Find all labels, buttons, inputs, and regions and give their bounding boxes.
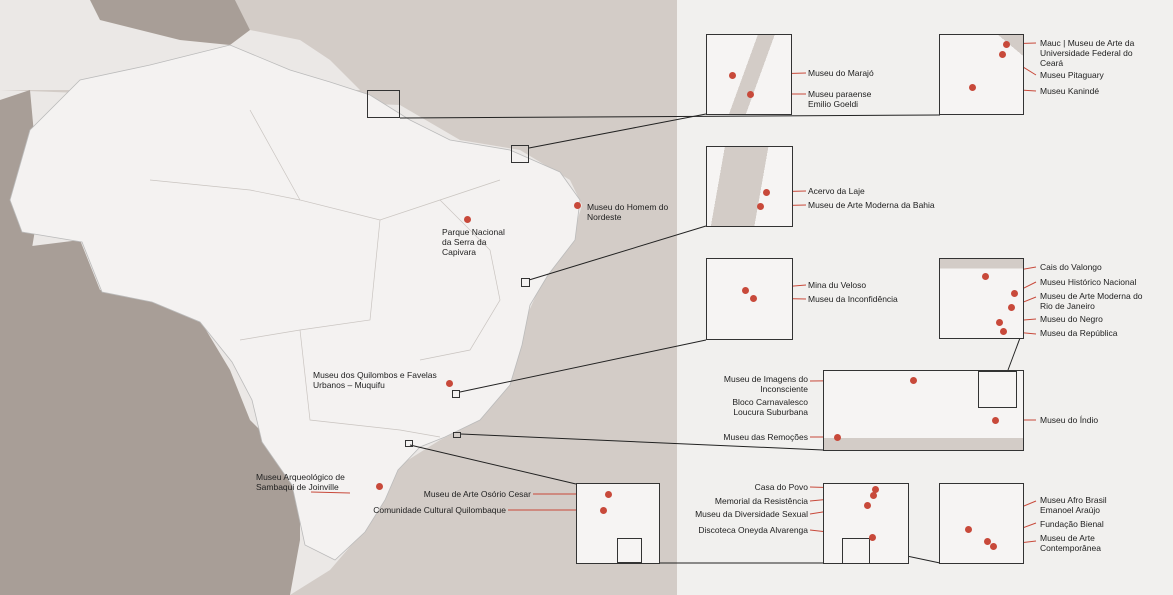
map-pin[interactable] <box>909 376 917 384</box>
map-pin[interactable] <box>991 416 999 424</box>
map-pin[interactable] <box>741 286 749 294</box>
inset-rio <box>823 370 1024 451</box>
map-pin[interactable] <box>375 482 383 490</box>
inset-label: Comunidade Cultural Quilombaque <box>373 505 506 515</box>
map-pin[interactable] <box>995 318 1003 326</box>
inset-label: Museu paraense Emilio Goeldi <box>808 89 872 109</box>
state-borders <box>149 109 501 438</box>
map-pin[interactable] <box>1002 40 1010 48</box>
map-pin[interactable] <box>868 533 876 541</box>
inset-sp-city-locator <box>842 538 870 564</box>
inset-label: Museu de Arte Moderna da Bahia <box>808 200 935 210</box>
inset-label: Museu de Arte Osório Cesar <box>423 489 531 499</box>
inset-sp-state <box>576 483 660 564</box>
map-pin[interactable] <box>989 542 997 550</box>
inset-label: Memorial da Resistência <box>714 496 808 506</box>
map-pin[interactable] <box>983 537 991 545</box>
inset-label: Casa do Povo <box>754 482 808 492</box>
map-pin[interactable] <box>1007 303 1015 311</box>
inset-label: Museu das Remoções <box>723 432 808 442</box>
map-pin[interactable] <box>599 506 607 514</box>
inset-label: Museu Afro Brasil Emanoel Araújo <box>1040 495 1107 515</box>
map-pin[interactable] <box>604 490 612 498</box>
map-pin[interactable] <box>964 525 972 533</box>
inset-label: Cais do Valongo <box>1040 262 1102 272</box>
neighbor-country-north <box>90 0 250 45</box>
map-pin[interactable] <box>1010 289 1018 297</box>
map-pin[interactable] <box>728 71 736 79</box>
inset-label: Museu do Índio <box>1040 415 1099 425</box>
inset-label: Museu da Inconfidência <box>808 294 898 304</box>
main-label: Museu Arqueológico de Sambaqui de Joinvi… <box>256 472 345 492</box>
main-label: Museu do Homem do Nordeste <box>587 202 669 222</box>
locator-minas[interactable] <box>452 390 460 398</box>
locator-para[interactable] <box>367 90 400 118</box>
inset-label: Mina du Veloso <box>808 280 867 290</box>
map-pin[interactable] <box>463 215 471 223</box>
locator-rio[interactable] <box>453 432 461 438</box>
inset-label: Mauc | Museu de Arte da Universidade Fed… <box>1040 38 1135 68</box>
inset-ceara <box>939 34 1024 115</box>
inset-label: Museu do Marajó <box>808 68 874 78</box>
inset-label: Museu de Arte Moderna do Rio de Janeiro <box>1040 291 1143 311</box>
map-pin[interactable] <box>762 188 770 196</box>
map-pin[interactable] <box>968 83 976 91</box>
inset-label: Museu Kanindé <box>1040 86 1100 96</box>
inset-label: Discoteca Oneyda Alvarenga <box>698 525 808 535</box>
inset-label: Museu do Negro <box>1040 314 1103 324</box>
locator-sp[interactable] <box>405 440 413 447</box>
inset-label: Museu Pitaguary <box>1040 70 1104 80</box>
inset-label: Fundação Bienal <box>1040 519 1104 529</box>
inset-rio-centro <box>939 258 1024 339</box>
map-pin[interactable] <box>746 90 754 98</box>
inset-label: Museu da Diversidade Sexual <box>695 509 808 519</box>
inset-rio-locator <box>978 371 1017 408</box>
map-pin[interactable] <box>749 294 757 302</box>
map-pin[interactable] <box>998 50 1006 58</box>
main-label: Parque Nacional da Serra da Capivara <box>442 227 505 257</box>
brazil-outline <box>9 44 581 561</box>
map-pin[interactable] <box>833 433 841 441</box>
inset-label: Museu da República <box>1040 328 1118 338</box>
inset-label: Museu Histórico Nacional <box>1040 277 1137 287</box>
locator-bahia[interactable] <box>521 278 530 287</box>
map-pin[interactable] <box>999 327 1007 335</box>
map-pin[interactable] <box>756 202 764 210</box>
inset-label: Bloco Carnavalesco Loucura Suburbana <box>732 397 808 417</box>
map-pin[interactable] <box>871 485 879 493</box>
map-pin[interactable] <box>445 379 453 387</box>
inset-sp-city <box>823 483 909 564</box>
neighbor-countries <box>0 240 300 595</box>
map-pin[interactable] <box>869 491 877 499</box>
inset-label: Museu de Imagens do Inconsciente <box>723 374 808 394</box>
inset-sp-locator <box>617 538 642 563</box>
map-pin[interactable] <box>573 201 581 209</box>
map-pin[interactable] <box>863 501 871 509</box>
map-pin[interactable] <box>981 272 989 280</box>
inset-ibirapuera <box>939 483 1024 564</box>
main-label: Museu dos Quilombos e Favelas Urbanos – … <box>313 370 437 390</box>
inset-label: Museu de Arte Contemporânea <box>1040 533 1101 553</box>
inset-para <box>706 34 792 115</box>
locator-ceara[interactable] <box>511 145 529 163</box>
inset-label: Acervo da Laje <box>808 186 865 196</box>
inset-bahia <box>706 146 793 227</box>
